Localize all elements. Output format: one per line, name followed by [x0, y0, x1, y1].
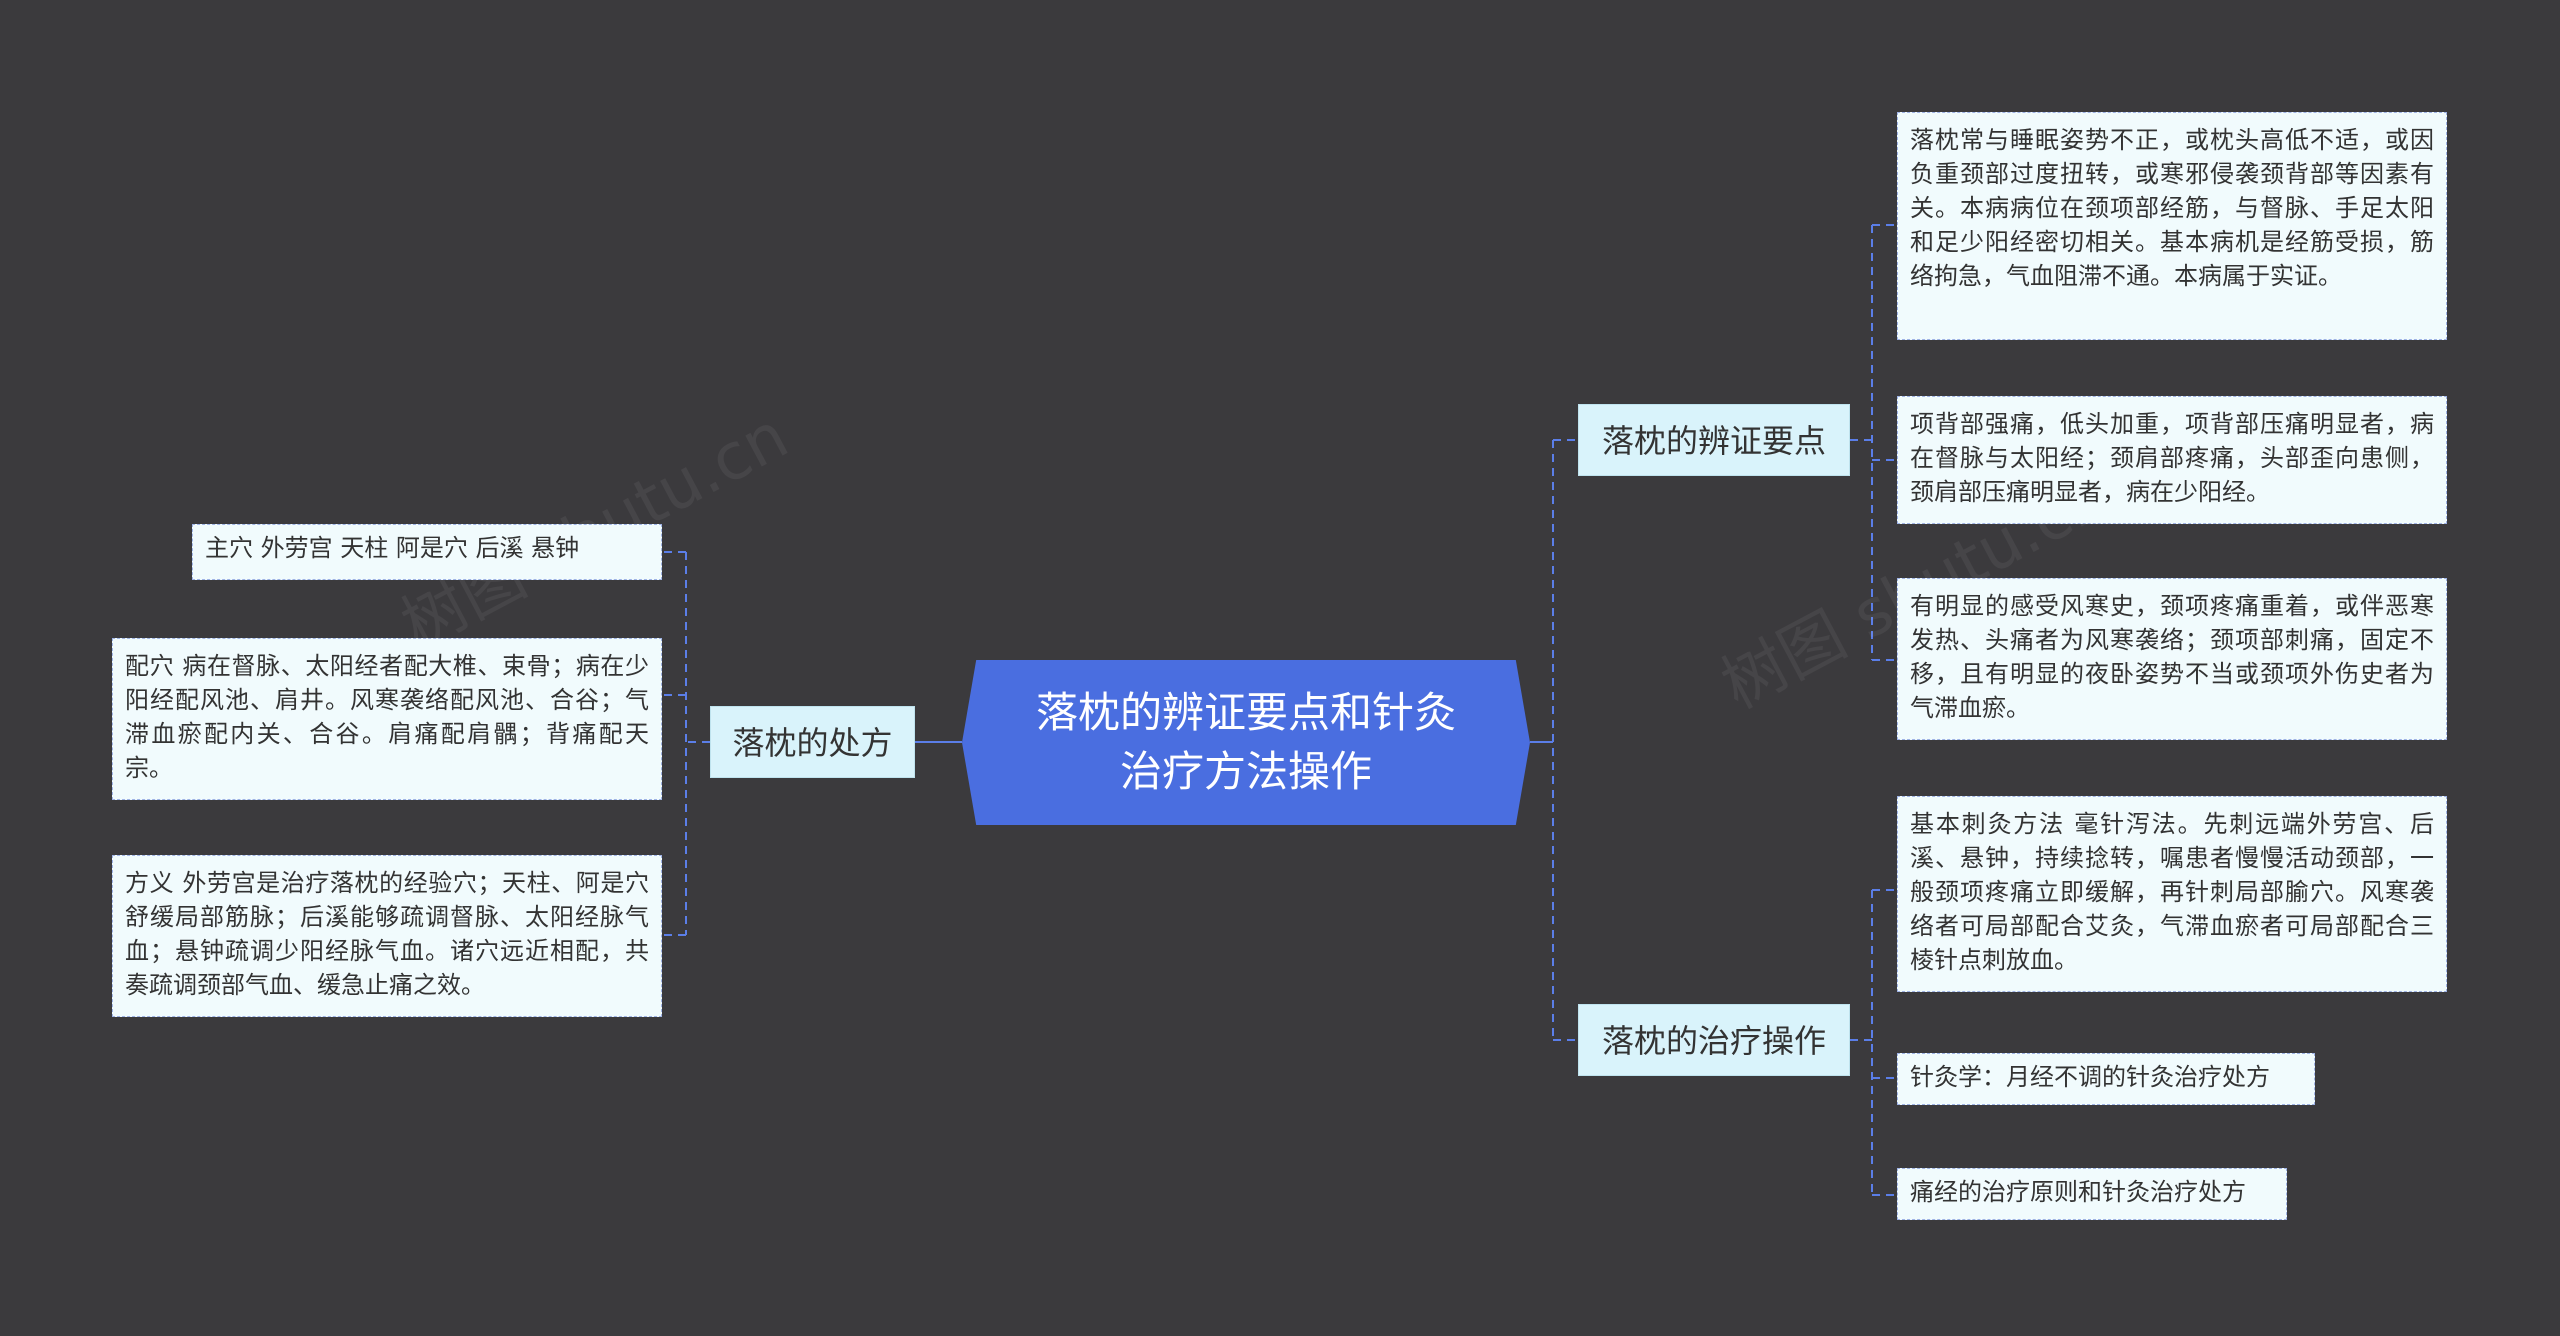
central-topic-title: 落枕的辨证要点和针灸治疗方法操作 [1035, 687, 1456, 796]
leaf-treatment-method[interactable]: 基本刺灸方法 毫针泻法。先刺远端外劳宫、后溪、悬钟，持续捻转，嘱患者慢慢活动颈部… [1897, 796, 2447, 992]
leaf-treatment-link-menstrual[interactable]: 针灸学：月经不调的针灸治疗处方 [1897, 1053, 2315, 1105]
leaf-diagnosis-meridian[interactable]: 项背部强痛，低头加重，项背部压痛明显者，病在督脉与太阳经；颈肩部疼痛，头部歪向患… [1897, 396, 2447, 524]
branch-diagnosis[interactable]: 落枕的辨证要点 [1578, 404, 1850, 476]
branch-prescription[interactable]: 落枕的处方 [710, 706, 915, 778]
leaf-treatment-link-dysmenorrhea[interactable]: 痛经的治疗原则和针灸治疗处方 [1897, 1168, 2287, 1220]
leaf-diagnosis-cause[interactable]: 落枕常与睡眠姿势不正，或枕头高低不适，或因负重颈部过度扭转，或寒邪侵袭颈背部等因… [1897, 112, 2447, 340]
central-topic[interactable]: 落枕的辨证要点和针灸治疗方法操作 [962, 660, 1530, 825]
leaf-diagnosis-syndrome[interactable]: 有明显的感受风寒史，颈项疼痛重着，或伴恶寒发热、头痛者为风寒袭络；颈项部刺痛，固… [1897, 578, 2447, 740]
branch-treatment[interactable]: 落枕的治疗操作 [1578, 1004, 1850, 1076]
leaf-prescription-rationale[interactable]: 方义 外劳宫是治疗落枕的经验穴；天柱、阿是穴舒缓局部筋脉；后溪能够疏调督脉、太阳… [112, 855, 662, 1017]
leaf-prescription-supplementary[interactable]: 配穴 病在督脉、太阳经者配大椎、束骨；病在少阳经配风池、肩井。风寒袭络配风池、合… [112, 638, 662, 800]
leaf-prescription-main-points[interactable]: 主穴 外劳宫 天柱 阿是穴 后溪 悬钟 [192, 524, 662, 580]
